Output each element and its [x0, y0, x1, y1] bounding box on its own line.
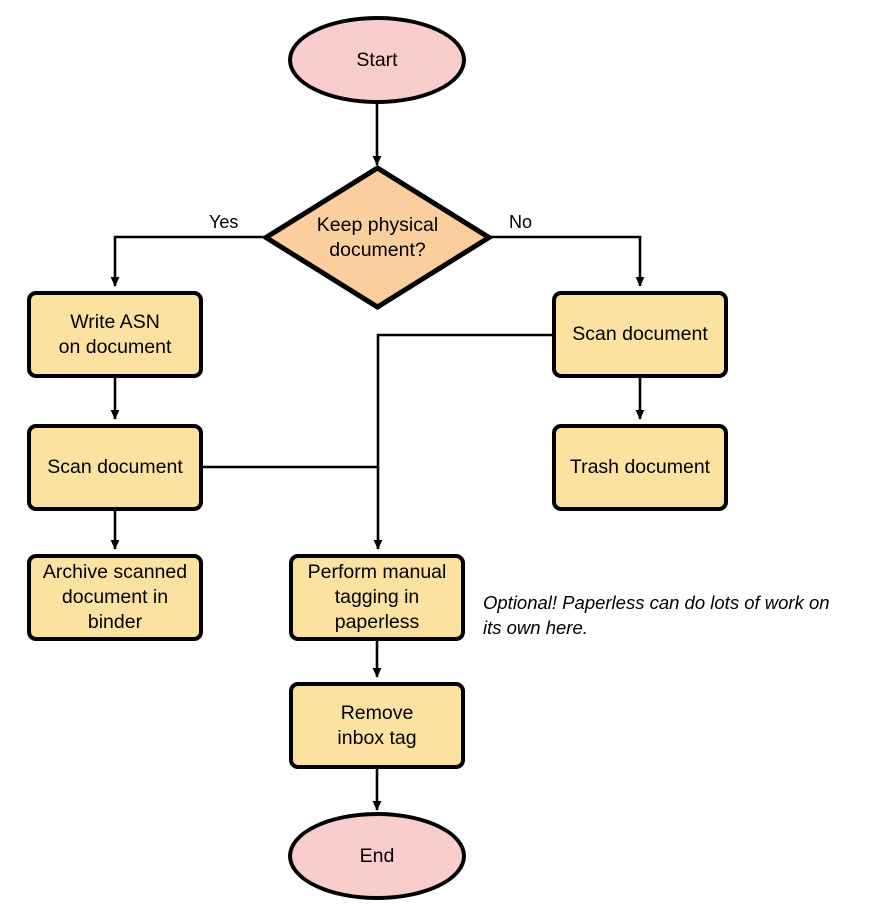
node-tagging-label: Perform manual tagging in paperless [308, 560, 447, 635]
node-decision-keep-physical-document[interactable]: Keep physical document? [263, 165, 492, 310]
edge-decision-yes-to-write-asn [110, 235, 265, 287]
node-trash-document-label: Trash document [569, 456, 711, 478]
diamond-shape [263, 165, 492, 310]
node-remove-tag-label: Remove inbox tag [337, 701, 416, 751]
node-archive-label-line2: document in [61, 586, 169, 608]
node-decision-label-line1: Keep physical [316, 213, 439, 236]
node-end[interactable]: End [288, 812, 466, 900]
node-end-label: End [359, 844, 395, 867]
node-decision-label: Keep physical document? [317, 213, 438, 263]
node-archive-label: Archive scanned document in binder [43, 560, 187, 635]
node-remove-inbox-tag[interactable]: Remove inbox tag [289, 682, 465, 769]
node-remove-tag-label-line1: Remove [340, 701, 414, 724]
node-start-label: Start [356, 48, 398, 71]
node-archive-scanned-document[interactable]: Archive scanned document in binder [27, 554, 203, 641]
node-write-asn-label-line2: on document [58, 335, 172, 358]
node-write-asn-label: Write ASN on document [59, 310, 172, 360]
edge-decision-no-to-scan-right [490, 235, 645, 287]
node-perform-manual-tagging[interactable]: Perform manual tagging in paperless [289, 554, 465, 641]
node-scan-document-left-label: Scan document [47, 456, 183, 478]
node-write-asn[interactable]: Write ASN on document [27, 291, 203, 378]
node-archive-label-line1: Archive scanned [42, 561, 188, 583]
edge-label-no: No [509, 212, 533, 232]
node-archive-label-line3: binder [87, 611, 143, 633]
edge-scan-right-to-tagging [373, 333, 552, 550]
node-scan-document-right-label: Scan document [572, 323, 708, 345]
annotation-optional-line2: its own here. [483, 617, 588, 638]
node-tagging-label-line3: paperless [334, 611, 420, 633]
node-scan-document-left[interactable]: Scan document [27, 424, 203, 511]
node-write-asn-label-line1: Write ASN [70, 310, 160, 333]
edge-label-yes: Yes [209, 212, 239, 232]
node-scan-document-right[interactable]: Scan document [552, 291, 728, 378]
annotation-optional-line1: Optional! Paperless can do lots of work … [483, 592, 830, 613]
node-tagging-label-line1: Perform manual [307, 561, 447, 583]
node-start[interactable]: Start [288, 16, 466, 104]
node-tagging-label-line2: tagging in [334, 586, 420, 608]
node-remove-tag-label-line2: inbox tag [337, 726, 417, 749]
annotation-optional: Optional! Paperless can do lots of work … [483, 590, 888, 640]
node-decision-label-line2: document? [329, 238, 426, 261]
node-trash-document[interactable]: Trash document [552, 424, 728, 511]
